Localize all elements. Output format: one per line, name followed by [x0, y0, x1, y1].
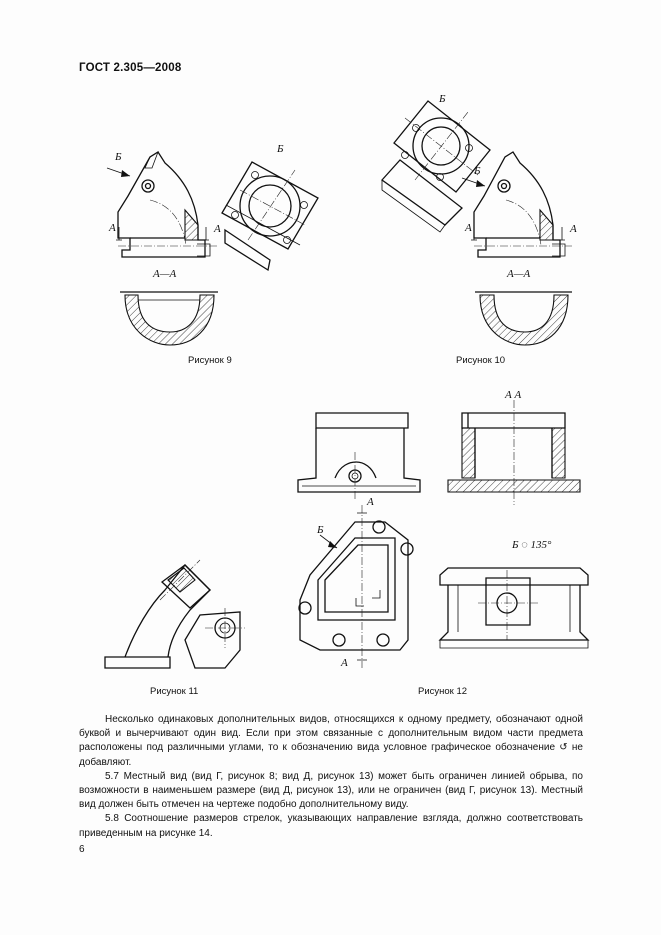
fig10-label-a-left: А	[465, 222, 472, 234]
fig12-label-b-rotated: Б ◌ 135°	[512, 539, 552, 551]
fig10-view-b	[381, 100, 491, 233]
fig10-elbow	[461, 151, 572, 258]
fig9-label-b-view: Б	[277, 143, 284, 155]
page-number: 6	[79, 844, 85, 855]
fig9-label-a-left: А	[109, 222, 116, 234]
fig10-label-a-right: А	[570, 223, 577, 235]
fig10-label-b-arrow: Б	[474, 165, 481, 177]
fig10-label-section: А—А	[507, 268, 531, 280]
fig12-label-a-bottom: А	[341, 657, 348, 669]
fig12-label-a-top: А	[367, 496, 374, 508]
fig12-label-section-title: А А	[505, 389, 522, 401]
fig12-plan-view	[298, 505, 414, 668]
fig12-front-view	[297, 412, 421, 500]
fig12-caption: Рисунок 12	[418, 686, 468, 697]
fig9-section-aa	[120, 291, 218, 346]
fig11-caption: Рисунок 11	[150, 686, 199, 697]
paragraph-1: Несколько одинаковых дополнительных видо…	[79, 714, 583, 768]
body-text: Несколько одинаковых дополнительных видо…	[79, 713, 583, 841]
fig11-part	[104, 559, 245, 669]
fig9-label-b-arrow: Б	[115, 151, 122, 163]
fig9-elbow	[106, 151, 218, 258]
fig9-view-b	[221, 161, 319, 272]
fig9-label-a-right: А	[214, 223, 221, 235]
fig10-label-b-view: Б	[439, 93, 446, 105]
fig12-view-b-rotated	[438, 567, 590, 649]
fig10-caption: Рисунок 10	[456, 355, 506, 366]
fig10-section-aa	[475, 291, 572, 346]
fig12-section-view	[447, 400, 581, 505]
fig12-label-b-arrow: Б	[317, 524, 324, 536]
paragraph-2: 5.7 Местный вид (вид Г, рисунок 8; вид Д…	[79, 770, 583, 811]
paragraph-3: 5.8 Соотношение размеров стрелок, указыв…	[79, 813, 583, 839]
fig9-caption: Рисунок 9	[188, 355, 232, 366]
fig9-label-section: А—А	[153, 268, 177, 280]
document-header: ГОСТ 2.305—2008	[79, 62, 182, 74]
